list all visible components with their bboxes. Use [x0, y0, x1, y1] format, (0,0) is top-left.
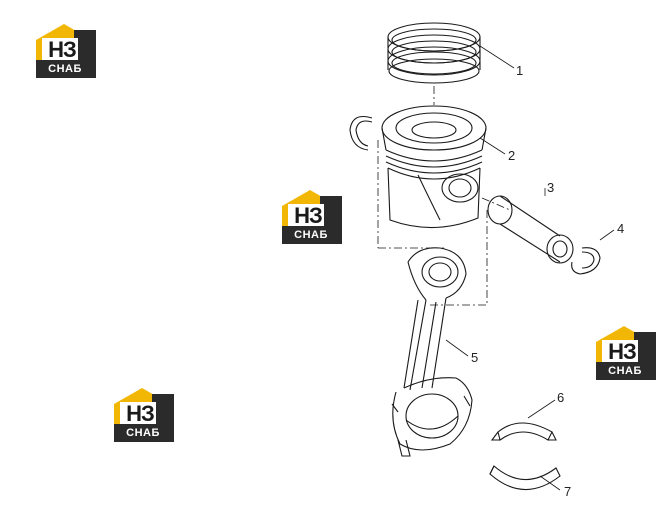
- callout-7: 7: [564, 484, 572, 499]
- watermark-logo: НЗ СНАБ: [34, 22, 100, 80]
- center-lines: [377, 86, 511, 306]
- callout-4: 4: [617, 221, 625, 236]
- house-logo-icon: [114, 388, 174, 442]
- logo-text: СНАБ: [294, 229, 328, 241]
- piston-rings: [387, 22, 481, 84]
- logo-mark: НЗ: [294, 203, 323, 228]
- watermark-logo: НЗ СНАБ: [112, 386, 178, 444]
- callout-6: 6: [557, 390, 565, 405]
- watermark-logo: НЗ СНАБ: [594, 324, 660, 382]
- house-logo-icon: [596, 326, 656, 380]
- callout-1: 1: [516, 63, 524, 78]
- connecting-rod: [391, 247, 473, 457]
- circlip-right: [571, 247, 601, 275]
- logo-mark: НЗ: [48, 37, 77, 62]
- piston-pin: [487, 195, 574, 264]
- piston: [381, 105, 487, 229]
- house-logo-icon: [282, 190, 342, 244]
- watermark-logo: НЗ СНАБ: [280, 188, 346, 246]
- logo-text: СНАБ: [126, 427, 160, 439]
- logo-text: СНАБ: [48, 63, 82, 75]
- logo-mark: НЗ: [608, 339, 637, 364]
- circlip-left: [349, 115, 373, 151]
- logo-mark: НЗ: [126, 401, 155, 426]
- house-logo-icon: [36, 24, 96, 78]
- logo-text: СНАБ: [608, 365, 642, 377]
- callout-3: 3: [547, 180, 555, 195]
- callout-5: 5: [471, 350, 479, 365]
- bearing-shells: [489, 422, 561, 491]
- leader-lines: [445, 45, 615, 491]
- callout-2: 2: [508, 148, 516, 163]
